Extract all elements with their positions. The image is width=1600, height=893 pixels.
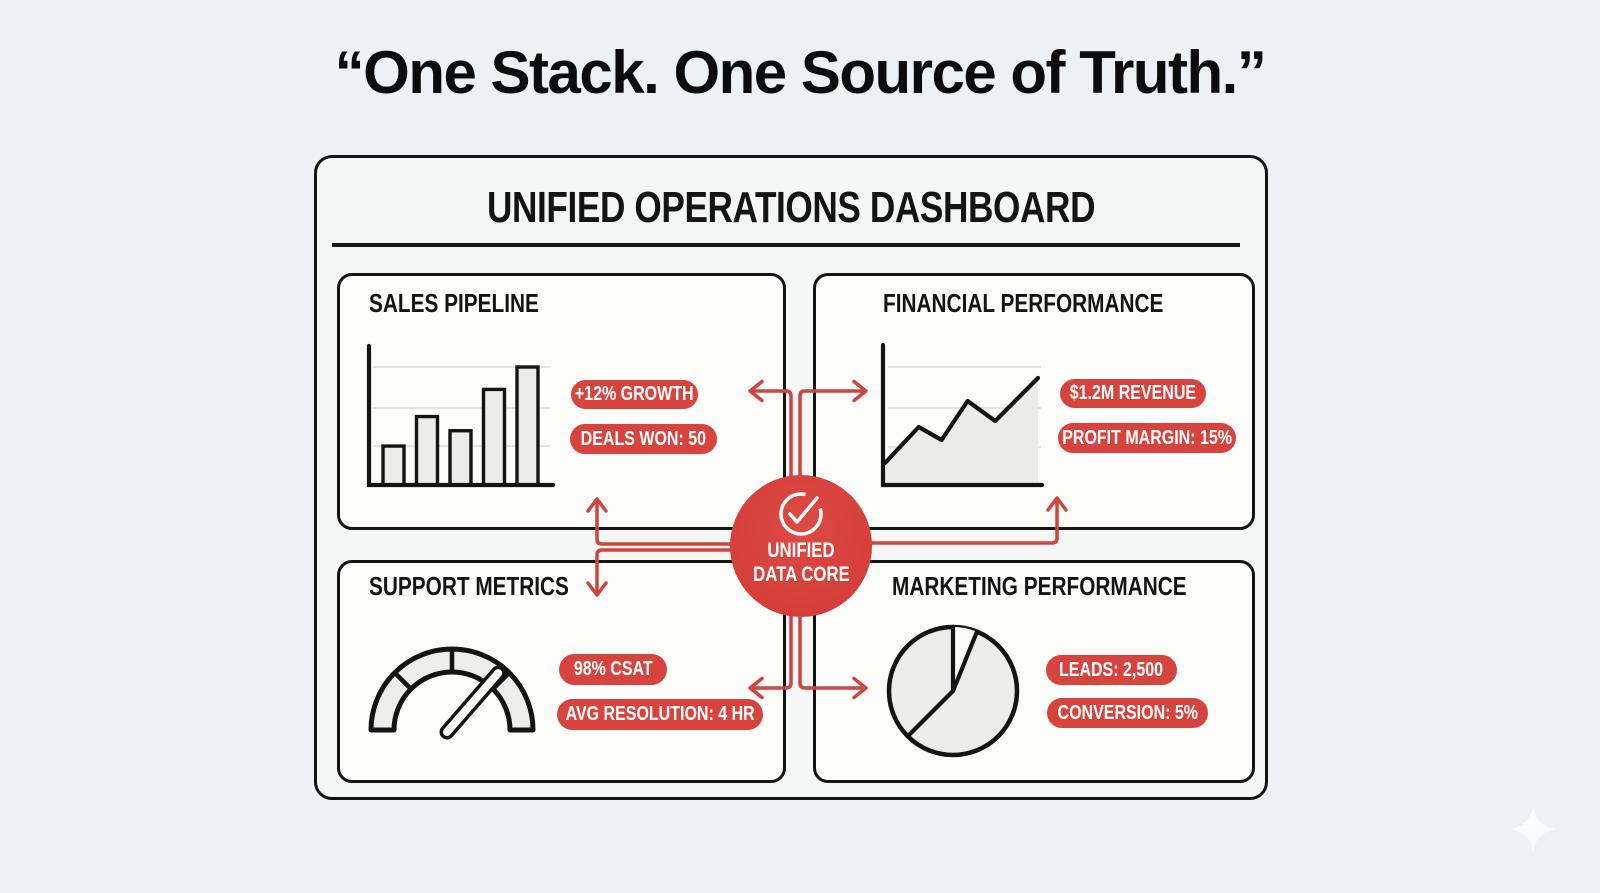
header-divider — [332, 243, 1240, 247]
page-title: “One Stack. One Source of Truth.” — [334, 39, 1267, 106]
badge-financial-profit-margin: PROFIT MARGIN: 15% — [1058, 423, 1236, 453]
core-label-line2: DATA CORE — [752, 563, 850, 586]
badge-marketing-leads: LEADS: 2,500 — [1046, 655, 1177, 685]
check-circle-icon — [779, 492, 823, 536]
badge-marketing-conversion: CONVERSION: 5% — [1047, 698, 1208, 728]
pie-chart-icon — [886, 624, 1020, 758]
panel-title-marketing: MARKETING PERFORMANCE — [892, 571, 1187, 601]
sparkle-icon — [1510, 806, 1556, 852]
panel-marketing-performance: MARKETING PERFORMANCE — [813, 560, 1255, 783]
badge-financial-revenue: $1.2M REVENUE — [1060, 379, 1206, 408]
badge-sales-deals-won: DEALS WON: 50 — [570, 424, 717, 454]
panel-title-sales: SALES PIPELINE — [369, 288, 539, 318]
bar-chart-icon — [366, 343, 556, 488]
badge-support-resolution: AVG RESOLUTION: 4 HR — [557, 699, 763, 730]
panel-title-financial: FINANCIAL PERFORMANCE — [883, 288, 1164, 318]
panel-sales-pipeline: SALES PIPELINE — [337, 273, 786, 530]
unified-data-core: UNIFIED DATA CORE — [730, 475, 872, 617]
gauge-icon — [368, 646, 536, 740]
badge-support-csat: 98% CSAT — [559, 654, 667, 685]
line-chart-icon — [880, 342, 1045, 488]
core-label-line1: UNIFIED — [767, 539, 835, 562]
badge-sales-growth: +12% GROWTH — [571, 380, 698, 409]
dashboard-title: UNIFIED OPERATIONS DASHBOARD — [486, 183, 1096, 232]
panel-title-support: SUPPORT METRICS — [369, 571, 569, 601]
